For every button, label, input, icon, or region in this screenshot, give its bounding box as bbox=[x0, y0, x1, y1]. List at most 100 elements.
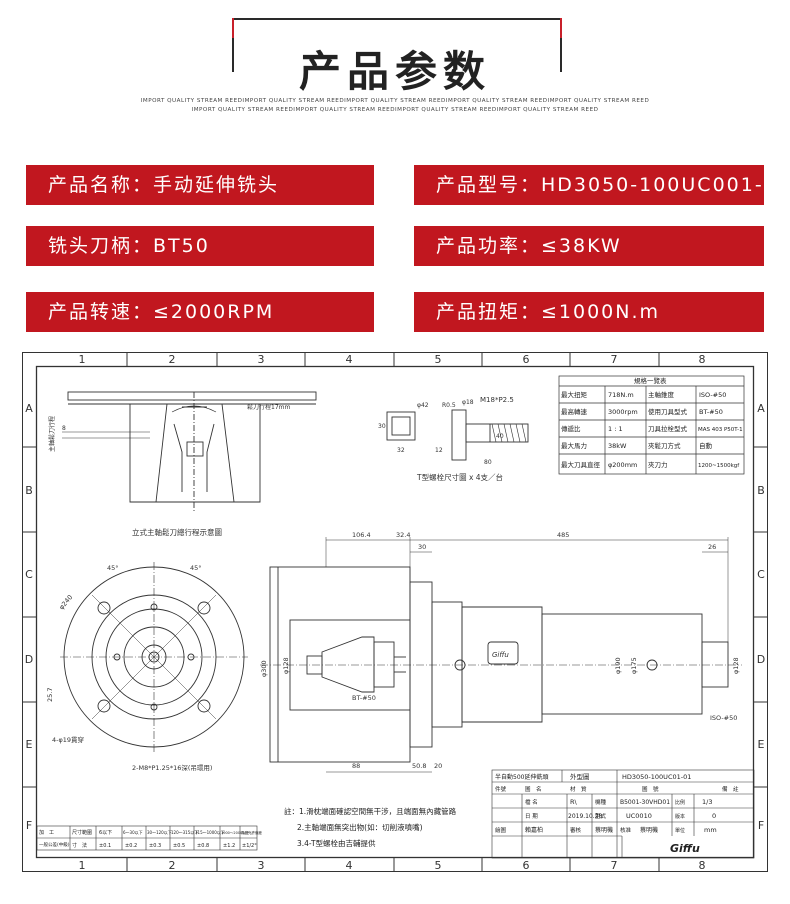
side-dim: 106.4 bbox=[352, 531, 371, 539]
iso-label: ISO-#50 bbox=[710, 714, 737, 722]
row-label-right: C bbox=[757, 568, 765, 581]
row-label: A bbox=[25, 402, 33, 415]
col-label-bottom: 3 bbox=[258, 859, 265, 872]
tolerance-table bbox=[36, 825, 258, 851]
side-view bbox=[260, 537, 742, 773]
spec-cell: ISO-#50 bbox=[699, 391, 726, 399]
spec-cell: 最大扭矩 bbox=[561, 390, 588, 399]
row-label: C bbox=[25, 568, 33, 581]
spec-cell: 使用刀具型式 bbox=[648, 407, 688, 416]
tb-date-value: 2019.10.28 bbox=[568, 813, 603, 820]
technical-drawing: 1 2 3 4 5 6 7 8 1 2 3 4 5 6 7 8 A B C D … bbox=[22, 352, 768, 872]
tb-unit-value: mm bbox=[704, 826, 717, 834]
note-3: 3.4-T型螺栓由吉輔提供 bbox=[297, 838, 376, 848]
header-frame bbox=[232, 18, 562, 72]
col-label-bottom: 5 bbox=[435, 859, 442, 872]
tb-checker-value: 蔡明機 bbox=[595, 826, 613, 834]
t-bolt-dim: φ18 bbox=[462, 399, 474, 406]
tb-checker-label: 審核 bbox=[570, 826, 582, 834]
tol-header: 30～120以下 bbox=[147, 830, 172, 835]
t-bolt-dim: 80 bbox=[484, 459, 492, 466]
t-bolt-dim: 40 bbox=[496, 433, 504, 440]
tb-col-header: 圖 號 bbox=[642, 785, 659, 793]
tol-value: ±0.3 bbox=[149, 843, 161, 849]
tol-header: 6以下 bbox=[99, 830, 112, 836]
spec-cell: 刀具拉栓型式 bbox=[648, 424, 688, 433]
t-bolt-dim: R0.5 bbox=[442, 402, 456, 409]
tol-value: ±0.2 bbox=[125, 843, 137, 849]
tol-header: 1000～2000以下 bbox=[221, 831, 250, 835]
tb-name-value: R\ bbox=[570, 798, 578, 806]
tb-version-label: 版本 bbox=[675, 813, 685, 820]
tol-header: 315～1000以下 bbox=[195, 830, 225, 835]
front-view bbox=[60, 562, 248, 752]
page-title: 产品参数 bbox=[298, 47, 491, 96]
col-label: 3 bbox=[258, 353, 265, 366]
side-dim: φ128 bbox=[282, 657, 290, 674]
spec-cell: 自動 bbox=[699, 441, 713, 450]
drawing-outer-border bbox=[22, 352, 768, 872]
spec-power: 产品功率：≤38KW bbox=[414, 226, 764, 266]
subtitle-line-2: IMPORT QUALITY STREAM REEDIMPORT QUALITY… bbox=[191, 107, 599, 113]
spec-cell: 718N.m bbox=[608, 391, 634, 399]
t-bolt-dim: 32 bbox=[397, 447, 405, 454]
tb-version-value: 0 bbox=[712, 812, 716, 820]
spec-product-model: 产品型号：HD3050-100UC001-01 bbox=[414, 165, 764, 236]
front-dim-angle-left: 45° bbox=[107, 564, 119, 572]
t-bolt-dim: 30 bbox=[378, 423, 386, 430]
tol-value: ±0.1 bbox=[99, 843, 111, 849]
side-dim: φ190 bbox=[614, 657, 622, 674]
col-label: 2 bbox=[169, 353, 176, 366]
logo-text: Giffu bbox=[492, 651, 509, 659]
side-dim: 485 bbox=[557, 531, 569, 539]
col-label-bottom: 2 bbox=[169, 859, 176, 872]
tb-col-header: 件號 bbox=[495, 785, 507, 793]
tol-header: 尺寸範圍 bbox=[72, 829, 92, 836]
spec-product-name: 产品名称：手动延伸铣头 bbox=[26, 165, 374, 205]
front-dim-offset: 25.7 bbox=[46, 688, 54, 702]
tb-product: 半自動500延伸銑頭 bbox=[495, 773, 548, 781]
spec-table-title: 規格一覽表 bbox=[634, 376, 667, 385]
tb-drawing-no: HD3050-100UC01-01 bbox=[622, 773, 691, 781]
tb-col-header: 圖 名 bbox=[525, 785, 542, 793]
col-label-bottom: 4 bbox=[346, 859, 353, 872]
tol-header: 120～315以下 bbox=[171, 830, 198, 835]
tb-scale-value: 1/3 bbox=[702, 798, 712, 806]
side-dim: 32.4 bbox=[396, 531, 410, 539]
tb-model-label: 機種 bbox=[595, 798, 607, 806]
spec-cell: 最高轉速 bbox=[561, 407, 588, 416]
note-1: 註：1.滑枕端面確認空間無干涉，且端面無內藏管路 bbox=[284, 806, 457, 816]
row-label: D bbox=[25, 653, 33, 666]
spec-cell: 夾刀力 bbox=[648, 460, 668, 469]
t-bolt-dim: 12 bbox=[435, 447, 443, 454]
spec-cell: 主軸錐度 bbox=[648, 390, 675, 399]
spec-speed: 产品转速：≤2000RPM bbox=[26, 292, 374, 332]
col-label-bottom: 1 bbox=[79, 859, 86, 872]
side-dim: 30 bbox=[418, 543, 426, 551]
front-dim-diameter: φ240 bbox=[57, 593, 74, 611]
spindle-dim-8: 8 bbox=[62, 425, 66, 432]
side-dim: φ128 bbox=[732, 657, 740, 674]
spec-tool-holder: 铣头刀柄：BT50 bbox=[26, 226, 374, 266]
tb-approver-label: 核准 bbox=[620, 826, 632, 834]
col-label-bottom: 6 bbox=[523, 859, 530, 872]
spindle-caption: 立式主軸鬆刀總行程示意圖 bbox=[132, 527, 222, 537]
col-label: 4 bbox=[346, 353, 353, 366]
col-label: 5 bbox=[435, 353, 442, 366]
spec-cell: 最大刀具直徑 bbox=[561, 460, 601, 469]
tb-col-header: 備 註 bbox=[722, 785, 739, 793]
tb-type-label: 型式 bbox=[595, 812, 607, 820]
row-label: B bbox=[25, 484, 33, 497]
spec-cell: 38kW bbox=[608, 442, 627, 450]
front-dim-lift: 2-M8*P1.25*16深(吊環用) bbox=[132, 763, 212, 772]
tol-header: 角度允許偏差 bbox=[241, 830, 262, 835]
spec-torque: 产品扭矩：≤1000N.m bbox=[414, 292, 764, 332]
spec-cell: BT-#50 bbox=[699, 408, 723, 416]
tb-unit-label: 單位 bbox=[675, 827, 685, 834]
tb-view: 外型圖 bbox=[570, 772, 590, 781]
side-dim: φ300 bbox=[260, 660, 268, 677]
col-label-bottom: 8 bbox=[699, 859, 706, 872]
spec-cell: 1200~1500kgf bbox=[698, 463, 740, 469]
spec-table bbox=[558, 375, 745, 475]
side-dim: φ175 bbox=[630, 657, 638, 674]
